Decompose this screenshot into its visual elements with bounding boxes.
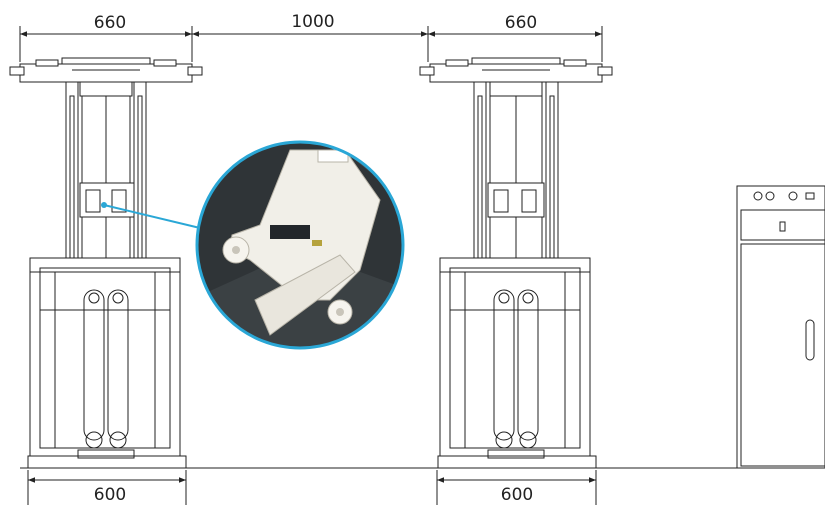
magnified-detail-icon [197, 142, 403, 348]
callout-leader-line [103, 204, 201, 229]
callout-ring [195, 140, 405, 350]
dimension-bottom-right: 600 [501, 485, 533, 505]
detail-callout [101, 140, 405, 350]
lifting-column-left [9, 57, 203, 469]
dimension-top-gap: 1000 [291, 12, 334, 32]
control-cabinet [736, 185, 825, 469]
lifting-column-right [419, 57, 613, 469]
dimension-top-left: 660 [94, 13, 126, 33]
dimension-bottom-left: 600 [94, 485, 126, 505]
dimension-top-right: 660 [505, 13, 537, 33]
dimension-lines [19, 26, 603, 505]
